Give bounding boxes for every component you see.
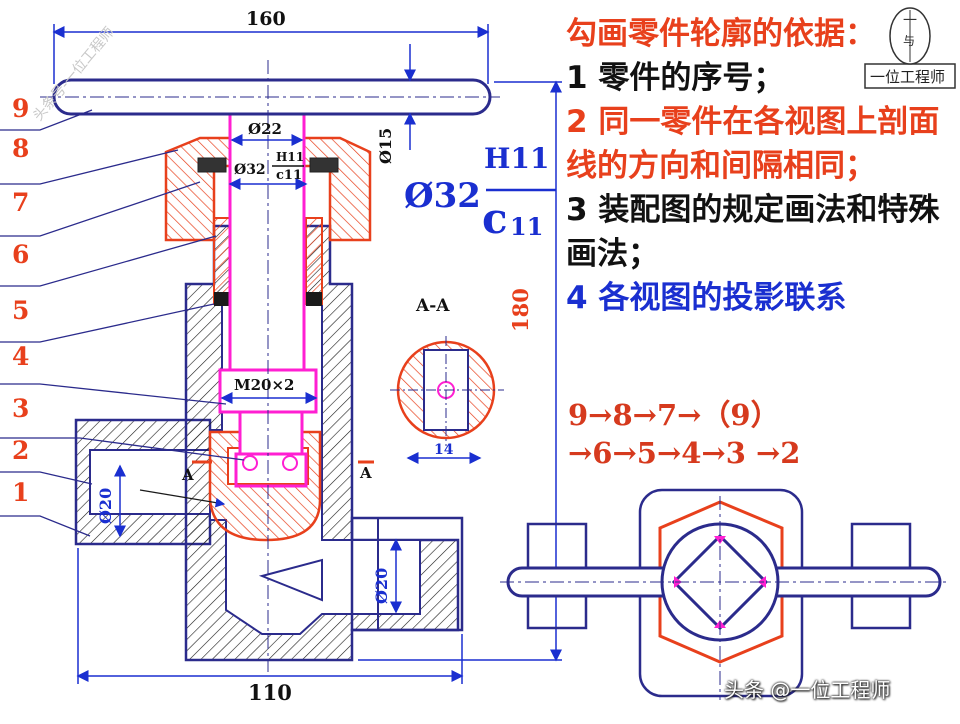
notes-heading: 勾画零件轮廓的依据： — [566, 16, 876, 52]
watermark-bottom: 头条 @一位工程师 — [724, 678, 891, 702]
dim-handle-dia: Ø15 — [376, 127, 395, 164]
dim-stem-dia: Ø22 — [248, 120, 282, 138]
part-number-5: 5 — [12, 296, 30, 325]
fit-lower-num: 11 — [510, 212, 544, 241]
dim-height: 180 — [508, 288, 533, 332]
dim-base-width: 110 — [248, 680, 292, 705]
notes-item-2: 2 同一零件在各视图上剖面线的方向和间隔相同； — [566, 104, 940, 184]
part-number-9: 9 — [12, 94, 30, 123]
badge-glyph-mid: 与 — [903, 34, 916, 48]
notes-item-1: 1 零件的序号； — [566, 60, 785, 96]
dim-section-width: 14 — [434, 442, 454, 458]
part-number-4: 4 — [12, 342, 30, 371]
section-cut-marks — [139, 460, 374, 508]
fit-callout: Ø32 H11 c 11 — [404, 142, 564, 252]
notes-item-4: 4 各视图的投影联系 — [566, 280, 847, 316]
dim-overall-width: 160 — [246, 8, 286, 30]
part-number-7: 7 — [12, 188, 30, 217]
packing-nut — [164, 136, 372, 306]
fit-diameter: Ø32 — [404, 176, 481, 216]
badge-caption: 一位工程师 — [870, 68, 946, 86]
dim-small-fit-upper: H11 — [276, 150, 305, 164]
sequence-line-2: →6→5→4→3 →2 — [568, 436, 801, 470]
section-mark-right: A — [360, 464, 372, 482]
valve-stem — [218, 78, 318, 488]
top-view — [500, 488, 946, 700]
dim-bore-dia: Ø32 — [234, 162, 266, 178]
part-number-6: 6 — [12, 240, 30, 269]
author-badge: 一 与 一位工程师 — [864, 6, 956, 90]
sequence-line-1: 9→8→7→（9） — [568, 398, 780, 432]
part-number-8: 8 — [12, 134, 30, 163]
part-leaders — [0, 109, 245, 537]
section-mark-left: A — [182, 466, 194, 484]
notes-item-3: 3 装配图的规定画法和特殊画法； — [566, 192, 940, 272]
part-number-2: 2 — [12, 436, 30, 465]
dim-port-left: Ø20 — [96, 487, 115, 524]
part-number-3: 3 — [12, 394, 30, 423]
section-title: A-A — [416, 296, 450, 316]
fit-lower-letter: c — [482, 194, 508, 243]
handle-bar — [40, 78, 500, 116]
part-number-1: 1 — [12, 478, 30, 507]
fit-upper: H11 — [484, 142, 550, 175]
dim-port-right: Ø20 — [372, 567, 391, 604]
contour-notes: 勾画零件轮廓的依据： 1 零件的序号； 2 同一零件在各视图上剖面线的方向和间隔… — [566, 12, 956, 320]
dim-thread: M20×2 — [234, 376, 295, 394]
badge-frame — [864, 7, 956, 89]
dim-small-fit-lower: c11 — [276, 168, 303, 183]
section-a-a-view — [390, 336, 504, 446]
badge-glyph-top: 一 — [903, 13, 917, 29]
dimension-lines — [52, 24, 562, 684]
